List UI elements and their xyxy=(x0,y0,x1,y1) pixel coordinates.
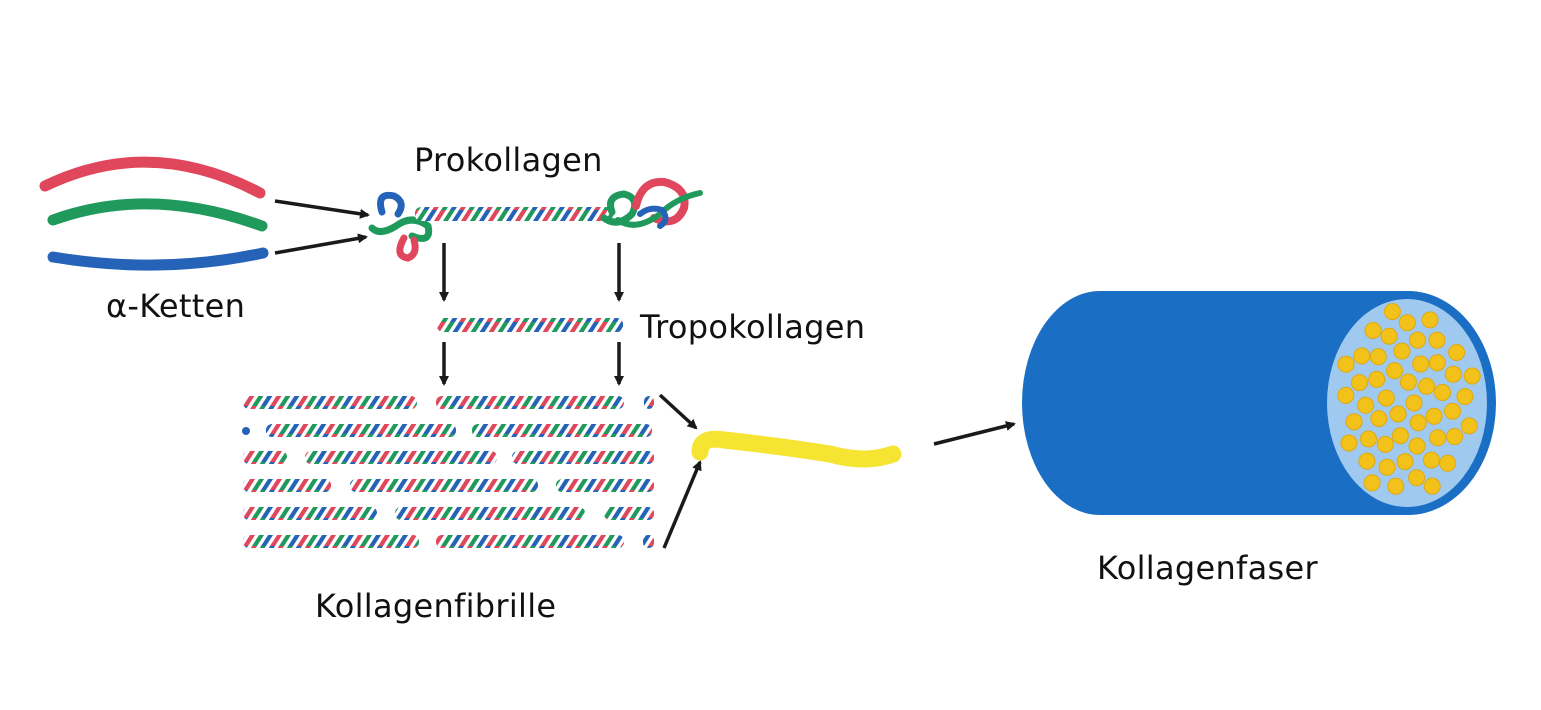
fibril-dot xyxy=(1364,322,1382,339)
fibril-dot xyxy=(1398,314,1416,332)
label-alpha-chains: α-Ketten xyxy=(106,287,246,325)
fibril-dot xyxy=(1363,474,1381,492)
arrow-icon xyxy=(274,199,370,219)
tropocollagen-molecule xyxy=(437,318,623,332)
alpha-chains xyxy=(39,156,269,271)
fibril-dot xyxy=(1421,311,1439,329)
fibril-dot xyxy=(1368,370,1386,388)
fibril-dot xyxy=(1377,389,1395,407)
label-tropocollagen: Tropokollagen xyxy=(640,308,866,346)
fibril-dot xyxy=(1376,435,1394,453)
fibril-dot xyxy=(1428,354,1446,372)
fibril-dot xyxy=(1358,452,1376,470)
fibril-dot xyxy=(1350,374,1368,392)
fibril-dot xyxy=(1444,402,1461,420)
fibril-dot xyxy=(1383,303,1401,321)
arrows-chains-to-procollagen xyxy=(274,199,370,255)
arrows-fibril-to-strand xyxy=(658,393,702,549)
fibril-dot xyxy=(1418,377,1436,395)
label-procollagen: Prokollagen xyxy=(414,141,603,179)
fibril-dot xyxy=(1409,414,1427,432)
fibril-dot xyxy=(1389,405,1407,423)
collagen-fiber-cylinder xyxy=(1022,291,1496,515)
fibril-dot xyxy=(1434,384,1451,401)
fibril-dot xyxy=(1423,477,1441,495)
fibril-dot xyxy=(1448,344,1466,361)
fibril-dot xyxy=(1387,477,1405,495)
fibril-dot xyxy=(1353,347,1371,365)
fibril-dot xyxy=(1463,367,1481,385)
fibril-dot xyxy=(1412,355,1430,373)
fibril-dot xyxy=(1446,428,1464,446)
alpha-chain-green xyxy=(47,198,268,232)
fibril-dot xyxy=(1369,348,1387,366)
fibril-dot xyxy=(1360,430,1377,448)
fibril-dot xyxy=(1444,365,1462,383)
arrows-to-tropocollagen xyxy=(439,243,624,302)
arrow-icon xyxy=(274,233,368,255)
procollagen-molecule xyxy=(368,177,703,262)
label-collagen-fibril: Kollagenfibrille xyxy=(315,587,557,625)
fibril-dot xyxy=(1439,454,1457,472)
fibril-dot xyxy=(1408,469,1426,487)
fibril-dot xyxy=(1370,410,1388,428)
fibril-dot xyxy=(1380,327,1398,345)
label-collagen-fiber: Kollagenfaser xyxy=(1097,549,1318,587)
fibril-dot xyxy=(1378,458,1396,476)
fibril-dot xyxy=(1456,388,1474,406)
arrow-icon xyxy=(658,393,698,430)
fibril-dot xyxy=(1460,417,1478,435)
fibril-dot xyxy=(1425,407,1443,425)
fibril-dot xyxy=(1409,331,1426,349)
fibril-dot xyxy=(1345,413,1363,431)
arrows-to-fibril xyxy=(439,342,624,386)
fibril-dot xyxy=(1337,355,1355,373)
fibril-dot xyxy=(1340,434,1358,452)
fibril-dot xyxy=(1408,437,1426,455)
fibril-dot xyxy=(1396,453,1414,471)
fibril-dot xyxy=(1386,362,1403,380)
fibril-strand xyxy=(691,430,902,468)
fibril-dot xyxy=(1428,331,1446,349)
fibril-dot xyxy=(1422,451,1440,469)
fibril-dot xyxy=(1399,373,1417,391)
fibril-dot xyxy=(1405,394,1423,412)
arrow-icon xyxy=(933,421,1016,446)
fibril-dot xyxy=(1429,429,1447,447)
fibril-dot xyxy=(1393,342,1411,360)
fibril-dot xyxy=(1337,386,1355,404)
fibril-dot xyxy=(1391,427,1409,445)
alpha-chain-red xyxy=(39,156,266,199)
fiber-cross-section-dots xyxy=(1337,303,1481,495)
alpha-chain-blue xyxy=(47,247,269,271)
arrow-icon xyxy=(662,460,702,549)
fibril-dot xyxy=(1357,396,1375,414)
fibril-rows xyxy=(242,396,654,548)
